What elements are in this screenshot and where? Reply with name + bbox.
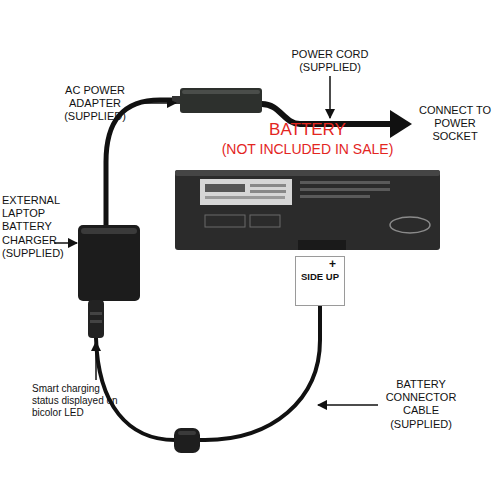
leader-arrow (329, 76, 331, 118)
socket-arrow (390, 110, 412, 138)
sticker-line (250, 190, 286, 193)
battery-group: BATTERY(NOT INCLUDED IN SALE) (175, 120, 440, 250)
callout-label: EXTERNAL LAPTOP BATTERY CHARGER (SUPPLIE… (2, 194, 68, 260)
battery-marking (300, 181, 390, 184)
adapter-highlight (182, 90, 260, 94)
ferrite-bead (174, 428, 200, 453)
leader-arrow (95, 342, 97, 380)
leader-arrow (134, 102, 176, 104)
charger-highlight (81, 228, 137, 234)
plug-ridge (90, 312, 102, 315)
battery-marking (300, 195, 370, 198)
battery-body (175, 170, 440, 250)
leader-arrow (318, 404, 378, 406)
barrel-plug (88, 300, 104, 338)
leader-arrow (54, 242, 77, 244)
battery-heading: BATTERY (175, 120, 440, 140)
barcode (205, 184, 245, 192)
battery-sticker (200, 179, 292, 205)
battery-connector: +SIDE UP (295, 256, 345, 306)
sticker-line (205, 196, 285, 199)
battery-marking (300, 188, 390, 191)
ac-adapter (180, 88, 262, 113)
callout-label: CONNECT TO POWER SOCKET (414, 104, 496, 144)
brand-logo (390, 217, 430, 233)
callout-label: AC POWER ADAPTER (SUPPLIED) (56, 84, 134, 124)
battery-edge (175, 170, 440, 176)
polarity-mark: + (296, 258, 344, 272)
callout-label: POWER CORD (SUPPLIED) (288, 48, 372, 74)
orientation-label: SIDE UP (296, 272, 344, 283)
battery-note: (NOT INCLUDED IN SALE) (175, 141, 440, 157)
connector-cable (96, 305, 320, 440)
battery-charger (78, 225, 140, 301)
battery-socket (298, 240, 346, 250)
battery-icons (250, 215, 280, 227)
battery-icons (205, 215, 245, 227)
bead-highlight (178, 431, 196, 435)
note-text: Smart charging status displayed on bicol… (32, 383, 128, 419)
callout-label: BATTERY CONNECTOR CABLE (SUPPLIED) (378, 378, 464, 431)
sticker-line (250, 184, 286, 187)
plug-ridge (90, 320, 102, 323)
